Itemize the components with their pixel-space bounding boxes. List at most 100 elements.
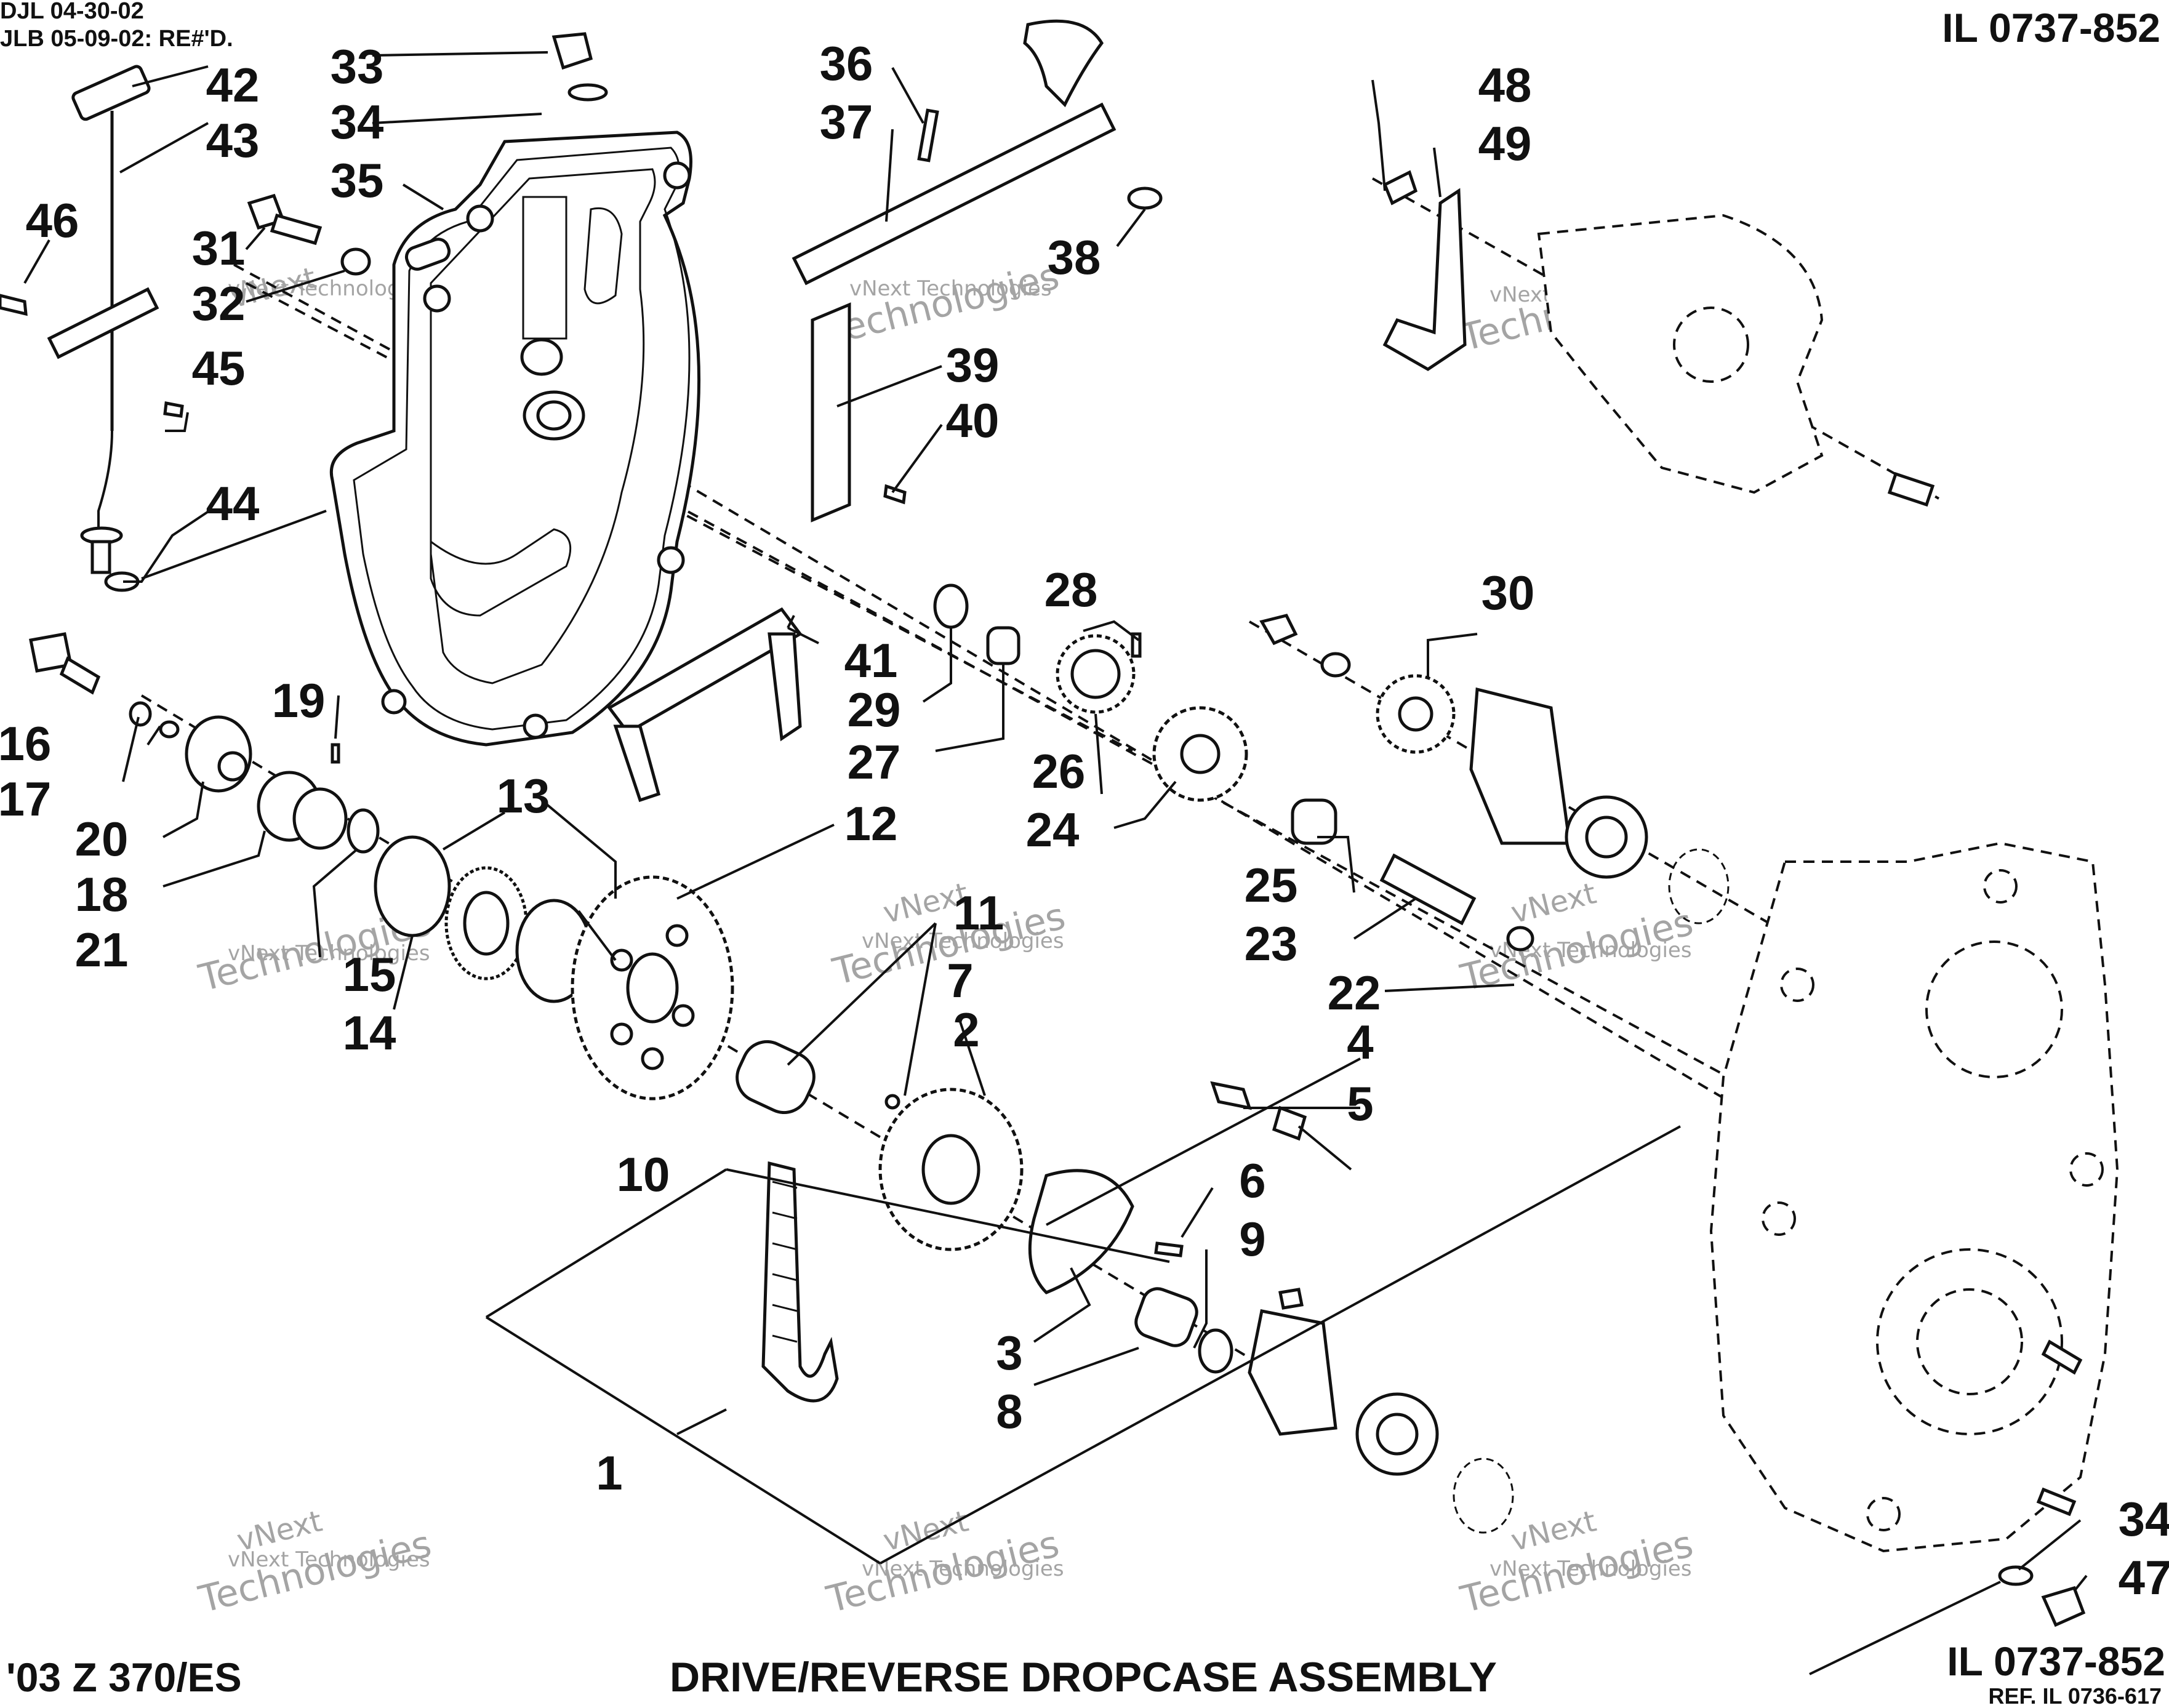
lower-thrust-washer	[1198, 1328, 1233, 1374]
cover-breather	[404, 238, 451, 271]
callout-35: 35	[331, 153, 384, 207]
access-plate-assembly	[811, 302, 907, 523]
model-label: '03 Z 370/ES	[6, 1654, 242, 1700]
retainer-nut	[1278, 1288, 1304, 1310]
callout-43: 43	[206, 113, 260, 167]
reference-number: REF. IL 0736-617	[1989, 1683, 2162, 1708]
callout-34: 34	[331, 95, 384, 149]
callout-44: 44	[206, 476, 260, 531]
tensioner-washer	[129, 701, 152, 727]
callout-15: 15	[343, 947, 396, 1001]
watermark-text: vNext	[1507, 876, 1600, 930]
watermark-text: vNext Technologies	[862, 1557, 1064, 1581]
watermark-text: vNext Technologies	[228, 941, 430, 966]
callout-14: 14	[343, 1006, 396, 1060]
bracket-screw	[0, 294, 28, 316]
dipstick-handle	[71, 65, 151, 121]
watermark-text: Technologies	[822, 254, 1064, 353]
callout-42: 42	[206, 58, 260, 112]
callout-20: 20	[75, 812, 129, 866]
dipstick-bracket	[47, 287, 159, 359]
housing-upper-bore	[1925, 940, 2063, 1078]
callout-36: 36	[820, 36, 873, 90]
watermark-text: vNext Technologies	[1489, 1557, 1692, 1581]
callout-41: 41	[844, 633, 898, 688]
cover-bolt	[247, 193, 371, 276]
leader-lines	[23, 51, 2088, 1675]
callout-8: 8	[996, 1384, 1022, 1438]
callout-numbers: 1 2 3 4 5 6 7 8 9 10 11 12 13 14 15 16 1…	[0, 36, 2169, 1605]
collar-screw	[1154, 1241, 1184, 1257]
drive-chain	[761, 1161, 839, 1403]
watermark-text: vNext Technologies	[862, 929, 1064, 953]
callout-31: 31	[192, 221, 246, 275]
lower-bearing-retainer	[1248, 1309, 1337, 1436]
callout-33: 33	[331, 39, 384, 94]
drain-plug	[2041, 1586, 2086, 1627]
shift-collar	[1028, 1169, 1134, 1294]
assembly-1-bracket	[485, 1125, 1681, 1565]
callout-48: 48	[1478, 58, 1532, 112]
illustration-number-top: IL 0737-852	[1942, 5, 2160, 50]
cover-bolt-washer	[340, 247, 371, 276]
lower-needle-bearing	[1134, 1287, 1198, 1347]
plate-screw	[883, 484, 907, 505]
snap-ring-15	[347, 808, 380, 854]
drain-plug-o-ring	[1998, 1565, 2034, 1586]
detent-spring	[1272, 1105, 1307, 1141]
chaincase-bracket-assembly	[1382, 170, 1935, 507]
watermark-text: vNext Technologies	[849, 276, 1052, 301]
lower-gear-stack	[878, 1081, 1514, 1534]
callout-49: 49	[1478, 116, 1532, 170]
shift-shaft-assembly	[792, 19, 1163, 286]
callout-16: 16	[0, 716, 51, 771]
callout-21: 21	[75, 923, 129, 977]
lower-gasket	[1453, 1457, 1514, 1534]
callout-30: 30	[1481, 566, 1535, 620]
shift-roll-pin	[917, 108, 939, 162]
callout-10: 10	[617, 1147, 670, 1201]
upper-gasket	[1668, 848, 1730, 924]
callout-11: 11	[953, 886, 1004, 940]
callout-19: 19	[272, 673, 326, 728]
callout-12: 12	[844, 796, 898, 851]
callout-29: 29	[848, 683, 901, 737]
illustration-number-bottom: IL 0737-852	[1947, 1638, 2165, 1684]
callout-25: 25	[1245, 858, 1298, 912]
fill-plug-o-ring	[567, 83, 608, 102]
snap-ring	[1506, 926, 1534, 952]
upper-gear-stack	[933, 583, 1730, 952]
drain-plug-assembly	[1998, 1565, 2086, 1627]
callout-38: 38	[1048, 230, 1101, 284]
callout-27: 27	[848, 735, 901, 789]
shaft-washer	[1320, 652, 1351, 678]
detent-plunger	[1210, 1081, 1252, 1110]
fill-plug-assembly	[551, 32, 608, 102]
bearing-retainer	[1469, 687, 1571, 845]
tensioner-pin	[331, 743, 340, 764]
callout-5: 5	[1347, 1077, 1373, 1131]
chaincase-bolt	[1887, 471, 1935, 507]
diagram-title: DRIVE/REVERSE DROPCASE ASSEMBLY	[670, 1654, 1497, 1701]
callout-22: 22	[1328, 966, 1381, 1020]
shift-shaft-o-ring	[1127, 186, 1163, 210]
callout-47: 47	[2119, 1550, 2169, 1605]
revision-line-2: JLB 05-09-02: RE#'D.	[0, 26, 233, 52]
callout-2: 2	[953, 1003, 979, 1057]
revision-line-1: DJL 04-30-02	[0, 0, 144, 24]
callout-26: 26	[1032, 744, 1086, 798]
tensioner-clip	[159, 720, 180, 739]
callout-9: 9	[1239, 1212, 1265, 1266]
callout-40: 40	[946, 393, 1000, 447]
cover-bolt-boss	[663, 161, 691, 190]
tensioner-stack	[29, 632, 593, 1003]
gear-spacer	[1379, 853, 1477, 926]
callout-24: 24	[1026, 803, 1080, 857]
needle-bearing	[986, 626, 1020, 665]
callout-28: 28	[1044, 563, 1098, 617]
dipstick-tube-end	[90, 540, 111, 574]
callout-18: 18	[75, 867, 129, 921]
thrust-washer-13a	[374, 835, 451, 937]
callout-32: 32	[192, 276, 246, 331]
